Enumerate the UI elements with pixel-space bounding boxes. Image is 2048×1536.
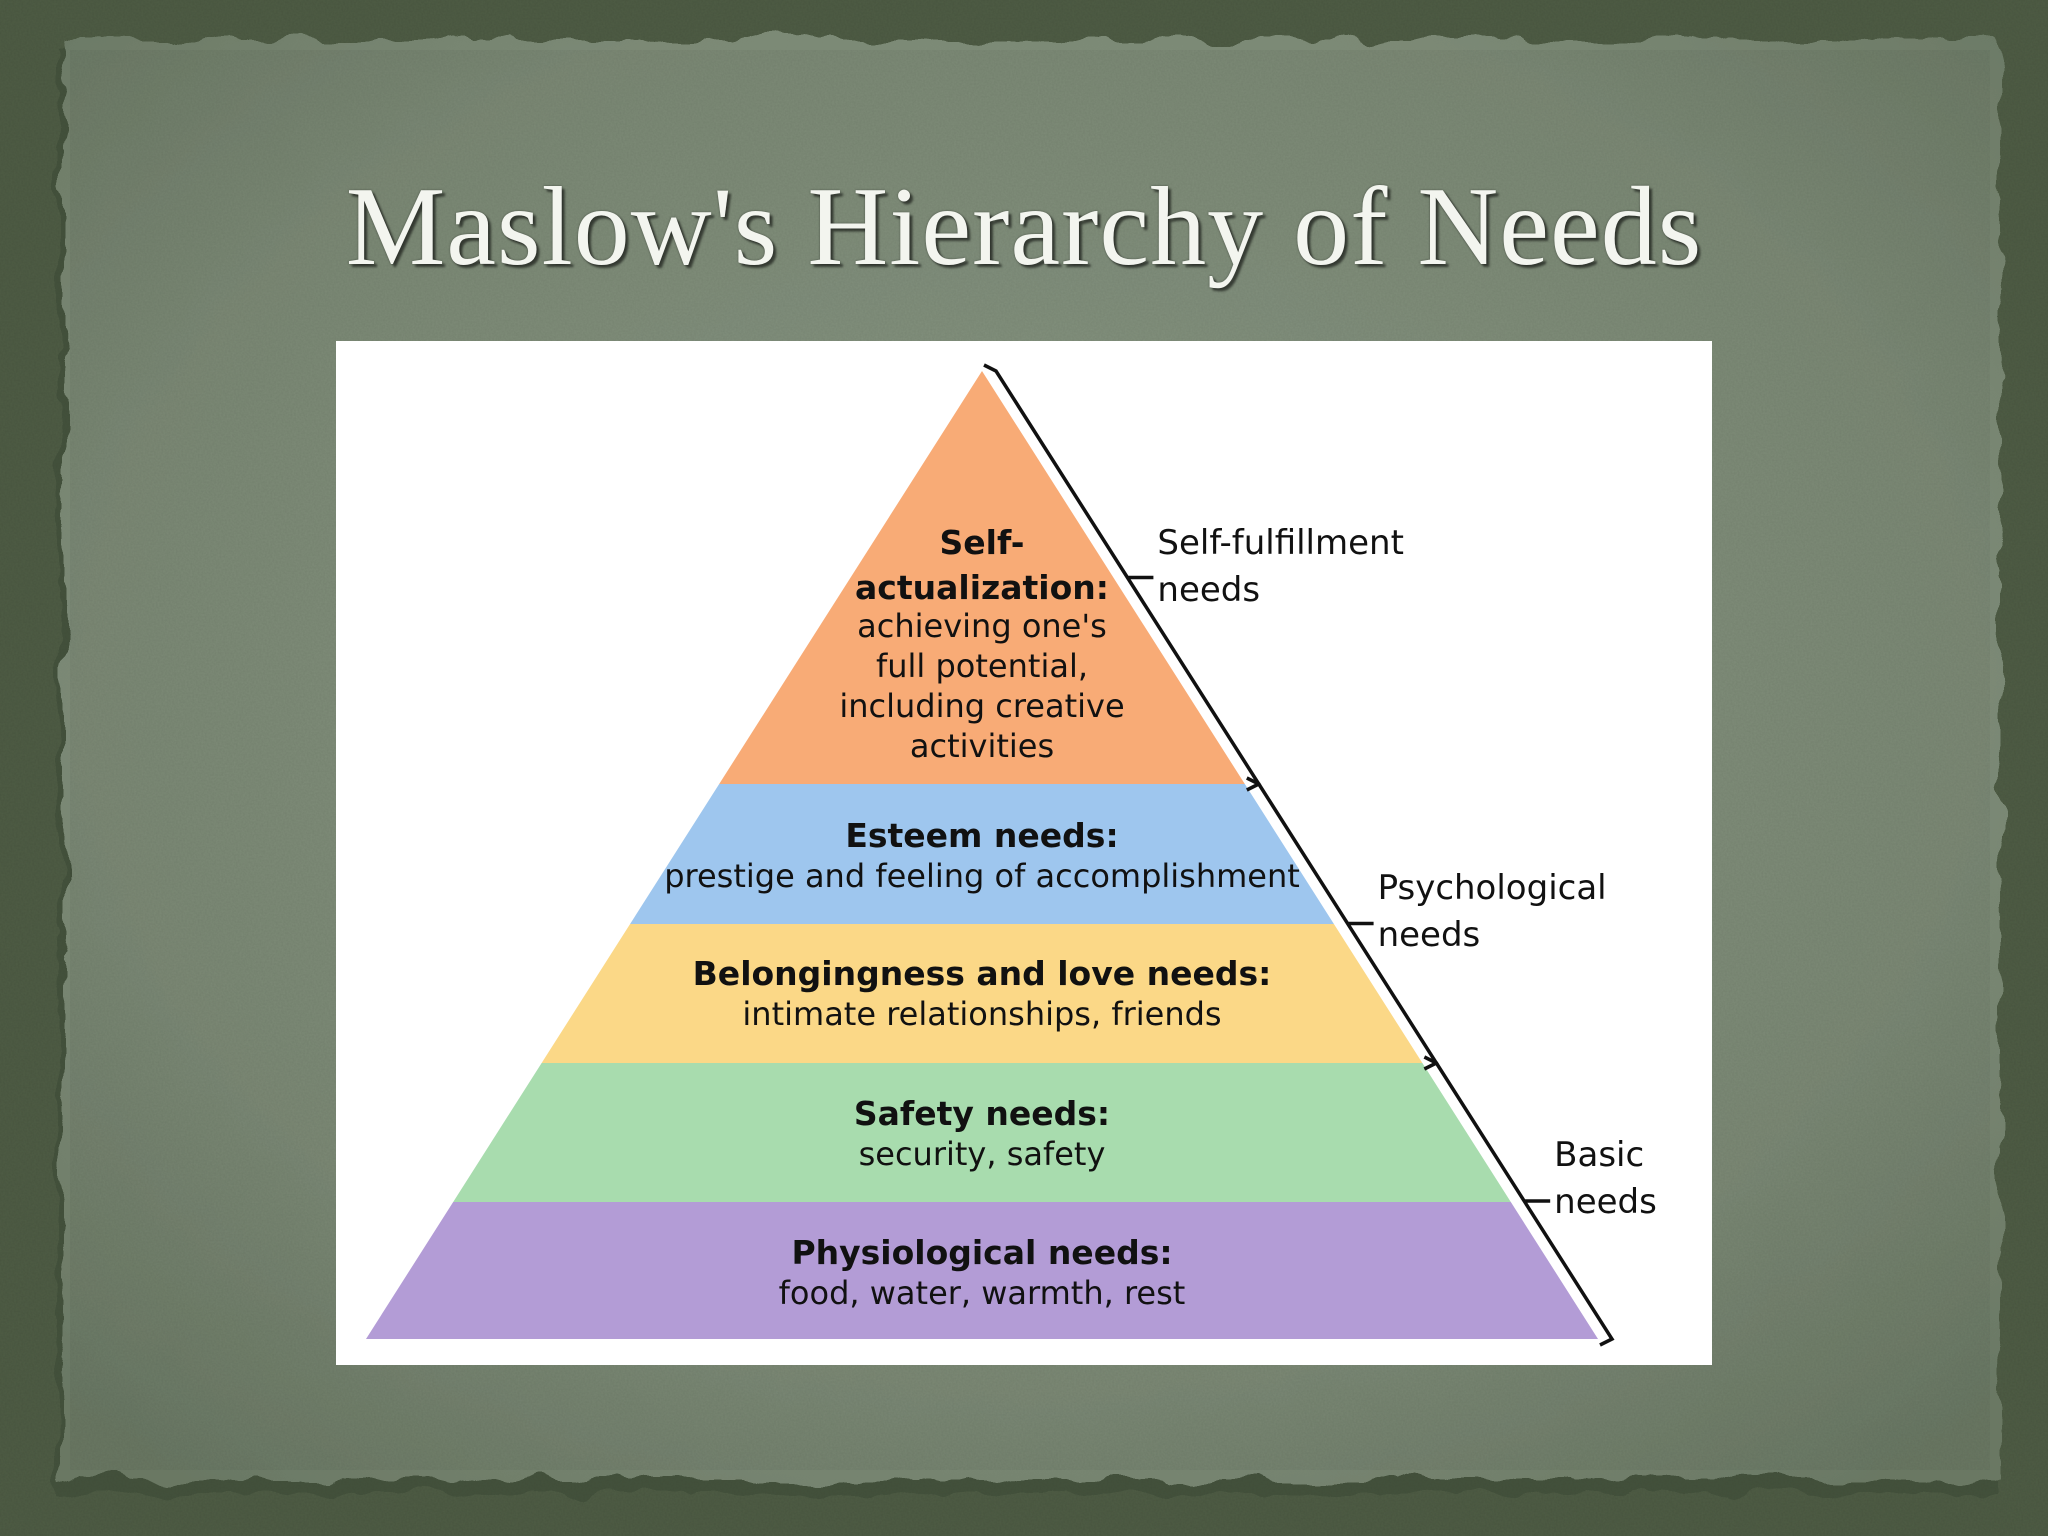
bracket-label: needs: [1157, 570, 1260, 610]
pyramid-band: [630, 784, 1334, 924]
pyramid-band: [453, 1063, 1511, 1202]
level-title: actualization:: [855, 568, 1109, 607]
level-description: including creative: [839, 687, 1124, 725]
slide-title: Maslow's Hierarchy of Needs: [345, 165, 1703, 289]
bracket-self-fulfillment: Self-fulfillment needs: [983, 363, 1404, 792]
bracket-label: Psychological: [1378, 868, 1607, 908]
level-description: food, water, warmth, rest: [779, 1274, 1186, 1312]
level-description: prestige and feeling of accomplishment: [664, 857, 1300, 895]
pyramid-level-safety: Safety needs:security, safety: [453, 1063, 1511, 1202]
level-description: achieving one's: [857, 607, 1107, 645]
bracket-label: needs: [1554, 1182, 1657, 1222]
bracket-basic: Basic needs: [1423, 1055, 1657, 1347]
level-title: Self-: [940, 523, 1025, 562]
bracket-label: needs: [1378, 915, 1481, 955]
bracket-psychological: Psychological needs: [1246, 776, 1607, 1071]
pyramid-level-physiological: Physiological needs:food, water, warmth,…: [366, 1202, 1598, 1339]
bracket-line: [1423, 1055, 1615, 1347]
pyramid-band: [719, 371, 1245, 784]
pyramid-band: [366, 1202, 1598, 1339]
pyramid-band: [541, 924, 1423, 1063]
bracket-label: Self-fulfillment: [1157, 523, 1404, 563]
bracket-label: Basic: [1554, 1135, 1644, 1175]
level-title: Physiological needs:: [791, 1233, 1172, 1272]
bracket-line: [983, 363, 1262, 792]
level-title: Safety needs:: [854, 1094, 1110, 1133]
level-title: Belongingness and love needs:: [693, 954, 1272, 993]
level-description: security, safety: [859, 1135, 1106, 1173]
pyramid-level-belongingness: Belongingness and love needs:intimate re…: [541, 924, 1423, 1063]
level-description: activities: [910, 727, 1054, 765]
bracket-line: [1246, 776, 1439, 1071]
pyramid-level-esteem: Esteem needs:prestige and feeling of acc…: [630, 784, 1334, 924]
level-title: Esteem needs:: [845, 816, 1118, 855]
level-description: intimate relationships, friends: [742, 995, 1221, 1033]
level-description: full potential,: [876, 647, 1088, 685]
